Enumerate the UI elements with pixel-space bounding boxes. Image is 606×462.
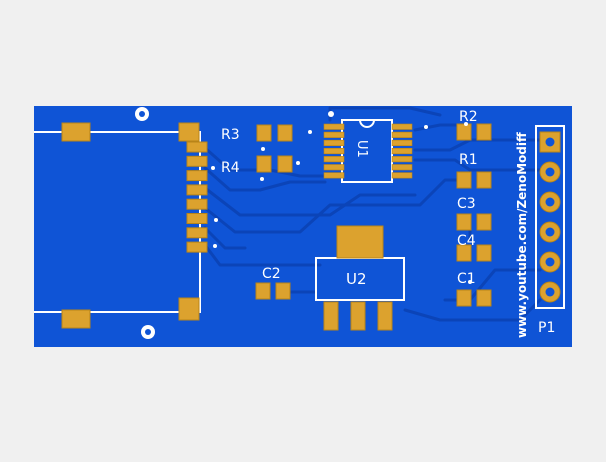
u1-pin — [323, 172, 345, 179]
p1-pin-hole — [545, 137, 555, 147]
trace — [203, 166, 327, 192]
c4-pad — [456, 244, 472, 262]
trace — [403, 298, 542, 322]
label-u1: U1 — [354, 140, 369, 158]
label-c1: C1 — [457, 271, 476, 287]
card-slot-pin — [186, 241, 208, 253]
r4-pad — [256, 155, 272, 173]
r1-pad — [476, 171, 492, 189]
u1-pin — [391, 131, 413, 138]
p1-pin-hole — [545, 257, 555, 267]
r1-pad — [456, 171, 472, 189]
p1-pin-hole — [545, 167, 555, 177]
card-slot-pin — [186, 213, 208, 224]
label-r4: R4 — [221, 160, 240, 176]
label-r2: R2 — [459, 109, 478, 125]
label-c2: C2 — [262, 266, 281, 282]
card-slot-pad — [178, 122, 200, 142]
c2-pad — [275, 282, 291, 300]
p1-outline — [535, 125, 565, 309]
copper-traces — [203, 106, 542, 322]
r4-pad — [277, 155, 293, 173]
p1-pin-hole — [545, 227, 555, 237]
via — [211, 166, 215, 170]
u1-pin — [391, 172, 413, 179]
trace — [203, 226, 247, 250]
via — [328, 111, 334, 117]
u1-pin — [323, 156, 345, 163]
card-slot-pad — [178, 297, 200, 321]
u1-pin — [391, 123, 413, 130]
c4-pad — [476, 244, 492, 262]
pads — [61, 122, 200, 329]
label-u2: U2 — [346, 270, 367, 288]
trace — [203, 243, 322, 267]
p1-pin-hole — [545, 197, 555, 207]
trace — [413, 158, 542, 172]
u1-pin — [391, 156, 413, 163]
u1-pin — [323, 131, 345, 138]
r2-pad — [456, 123, 472, 141]
trace — [203, 186, 417, 217]
u1-pin — [323, 123, 345, 130]
card-slot-pad — [61, 122, 91, 142]
label-c3: C3 — [457, 196, 476, 212]
via — [464, 122, 468, 126]
u1-pin — [391, 148, 413, 155]
c2-pad — [255, 282, 271, 300]
r3-pad — [277, 124, 293, 142]
mounting-hole-core — [145, 329, 151, 335]
trace — [203, 178, 467, 234]
card-slot-pad — [61, 309, 91, 329]
u1-pin — [391, 164, 413, 171]
card-slot-pin — [186, 184, 208, 196]
c3-pad — [456, 213, 472, 231]
u1-pins — [323, 123, 413, 179]
via — [213, 244, 217, 248]
u2-pin-pad — [377, 301, 393, 331]
u1-pin — [323, 139, 345, 146]
card-slot-pin — [186, 198, 208, 210]
via — [260, 177, 264, 181]
c3-pad — [476, 213, 492, 231]
vias — [211, 111, 472, 284]
label-c4: C4 — [457, 233, 476, 249]
via — [468, 280, 472, 284]
r3-pad — [256, 124, 272, 142]
label-p1: P1 — [538, 320, 555, 336]
via — [214, 218, 218, 222]
mounting-hole-core — [139, 111, 145, 117]
label-r1: R1 — [459, 152, 478, 168]
u1-pin — [391, 139, 413, 146]
label-credit: www.youtube.com/ZenoModiff — [515, 132, 529, 338]
via — [261, 147, 265, 151]
p1-pins — [539, 131, 561, 303]
card-slot-pin — [186, 170, 208, 182]
u1-pin — [323, 148, 345, 155]
card-slot-pin — [186, 141, 208, 153]
u2-pin-pad — [350, 301, 366, 331]
card-slot-pin — [186, 155, 208, 167]
trace — [413, 138, 542, 152]
r2-pad — [476, 123, 492, 141]
card-slot-pins — [186, 141, 208, 253]
u1-notch — [359, 119, 375, 128]
via — [308, 130, 312, 134]
u2-pin-pad — [323, 301, 339, 331]
card-slot-pin — [186, 227, 208, 239]
label-r3: R3 — [221, 127, 240, 143]
passives — [255, 123, 492, 331]
p1-pin-hole — [545, 287, 555, 297]
c1-pad — [476, 289, 492, 307]
c1-pad — [456, 289, 472, 307]
u1-pin — [323, 164, 345, 171]
u2-tab-pad — [336, 225, 384, 259]
via — [296, 161, 300, 165]
via — [424, 125, 428, 129]
